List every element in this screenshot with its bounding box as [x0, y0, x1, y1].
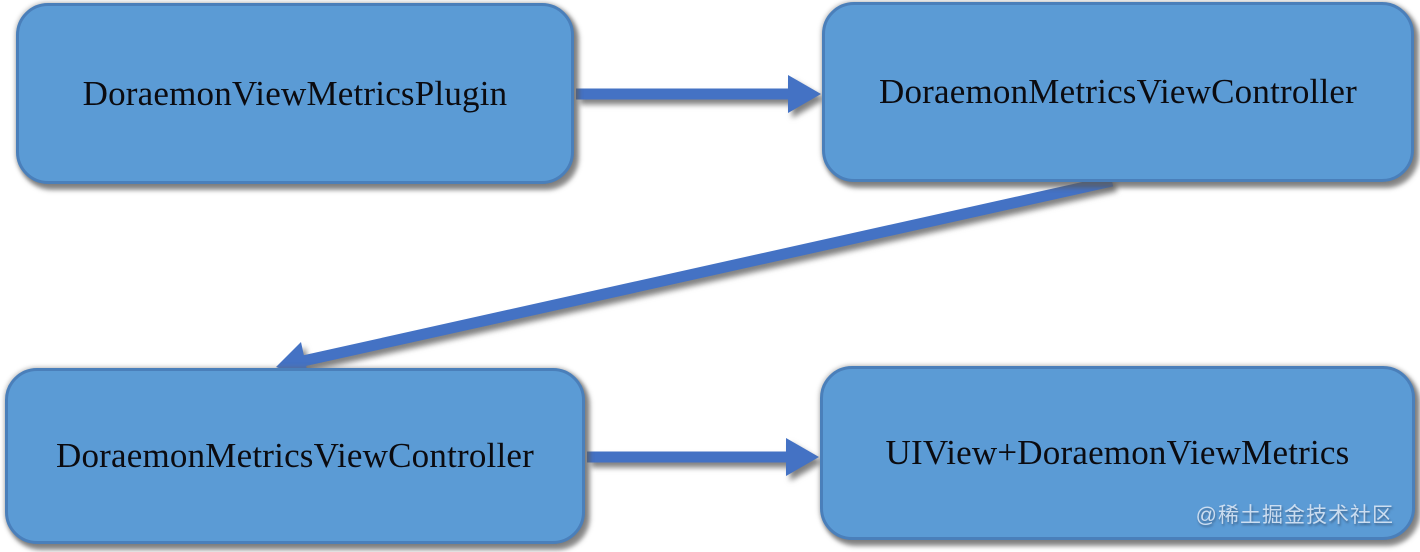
edge-controller-to-uiview [587, 438, 819, 476]
node-uiview-doraemon-view-metrics: UIView+DoraemonViewMetrics @稀土掘金技术社区 [820, 366, 1415, 540]
edge-plugin-to-controller [576, 75, 821, 113]
node-label: DoraemonViewMetricsPlugin [82, 73, 508, 113]
node-label: UIView+DoraemonViewMetrics [885, 433, 1350, 472]
watermark: @稀土掘金技术社区 [1195, 504, 1394, 527]
node-doraemon-metrics-view-controller-bottom: DoraemonMetricsViewController [5, 368, 585, 544]
node-label: DoraemonMetricsViewController [55, 436, 534, 475]
node-label: DoraemonMetricsViewController [878, 72, 1357, 111]
node-doraemon-view-metrics-plugin: DoraemonViewMetricsPlugin [16, 3, 574, 184]
edge-controller-to-controller [276, 175, 1114, 379]
node-doraemon-metrics-view-controller-top: DoraemonMetricsViewController [822, 2, 1414, 182]
